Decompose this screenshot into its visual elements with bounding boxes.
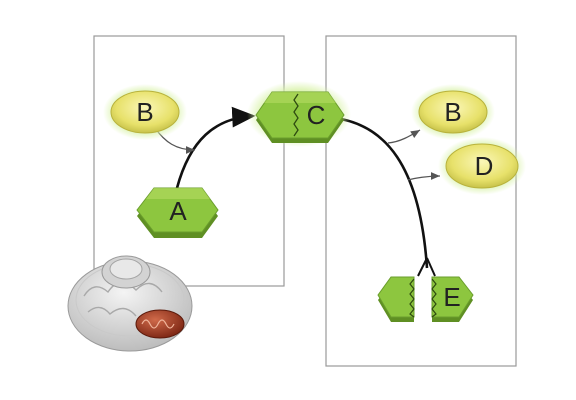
label-b-right: B xyxy=(444,97,461,127)
arrow-split-left xyxy=(417,257,428,277)
arrow-c-to-e xyxy=(334,116,429,269)
arrow-to-d xyxy=(407,172,441,181)
label-b-left: B xyxy=(136,97,153,127)
label-c: C xyxy=(307,100,326,130)
molecule-c: C xyxy=(247,81,351,147)
mitochondrion-icon xyxy=(135,309,185,339)
left-panel xyxy=(93,35,285,287)
label-a: A xyxy=(169,196,187,226)
arrow-a-to-c xyxy=(175,106,256,189)
molecule-d: D xyxy=(438,137,526,195)
right-panel xyxy=(325,35,517,367)
molecule-b-left: B xyxy=(103,84,187,140)
molecule-a: A xyxy=(136,187,219,238)
label-e: E xyxy=(443,282,460,312)
molecule-e: E xyxy=(377,276,474,322)
arrow-to-b-right xyxy=(387,129,421,144)
cell-icon xyxy=(67,255,193,352)
arrow-split-right xyxy=(426,257,436,277)
label-d: D xyxy=(475,151,494,181)
molecule-b-right: B xyxy=(411,84,495,140)
